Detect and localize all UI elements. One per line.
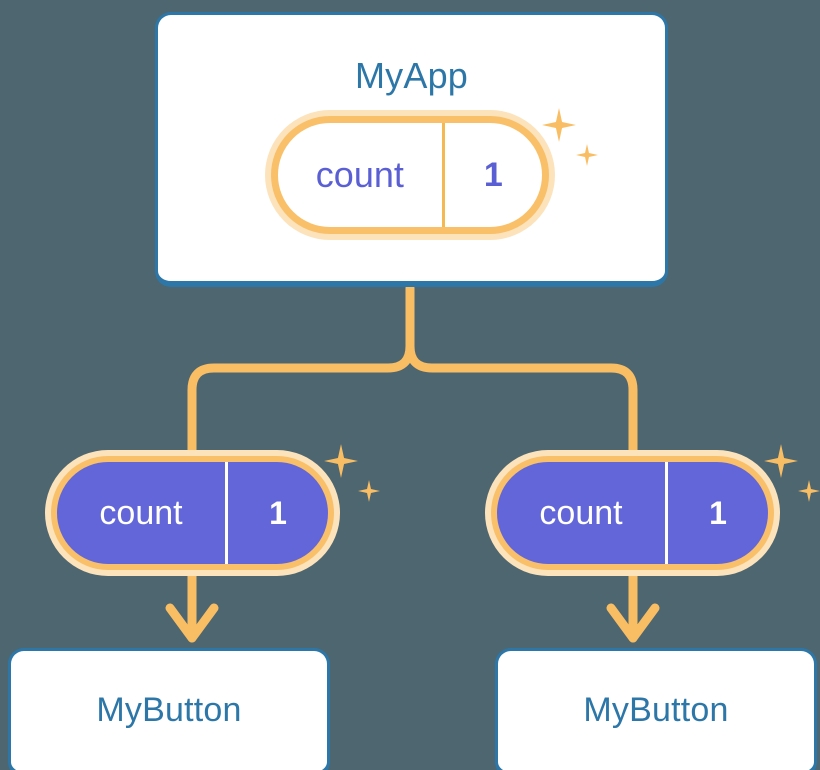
- sparkle-large-icon: [324, 444, 358, 478]
- arrowhead-right-icon: [606, 603, 660, 643]
- state-key-label: count: [539, 493, 623, 532]
- state-key-label: count: [315, 154, 404, 195]
- root-node-label: MyApp: [354, 55, 469, 96]
- state-pill-ring: count 1: [491, 456, 774, 570]
- arrowhead-left-icon: [165, 603, 219, 643]
- state-pill-root[interactable]: count 1: [265, 110, 555, 240]
- state-value-label: 1: [441, 123, 542, 227]
- sparkle-small-icon: [358, 480, 380, 502]
- sparkle-large-icon: [764, 444, 798, 478]
- state-pill-right[interactable]: count 1: [485, 450, 780, 576]
- state-pill-ring: count 1: [271, 116, 549, 234]
- state-pill-ring: count 1: [51, 456, 334, 570]
- connector-split-to-left: [187, 341, 415, 467]
- state-key-label: count: [99, 493, 183, 532]
- sparkle-small-icon: [798, 480, 820, 502]
- leaf-node-label: MyButton: [583, 691, 729, 729]
- connector-split-to-right: [405, 341, 638, 467]
- leaf-node-card-right[interactable]: MyButton: [495, 648, 817, 770]
- state-value-label: 1: [665, 462, 768, 564]
- leaf-node-label: MyButton: [96, 691, 242, 729]
- state-value-label: 1: [225, 462, 328, 564]
- state-pill-left[interactable]: count 1: [45, 450, 340, 576]
- leaf-node-card-left[interactable]: MyButton: [8, 648, 330, 770]
